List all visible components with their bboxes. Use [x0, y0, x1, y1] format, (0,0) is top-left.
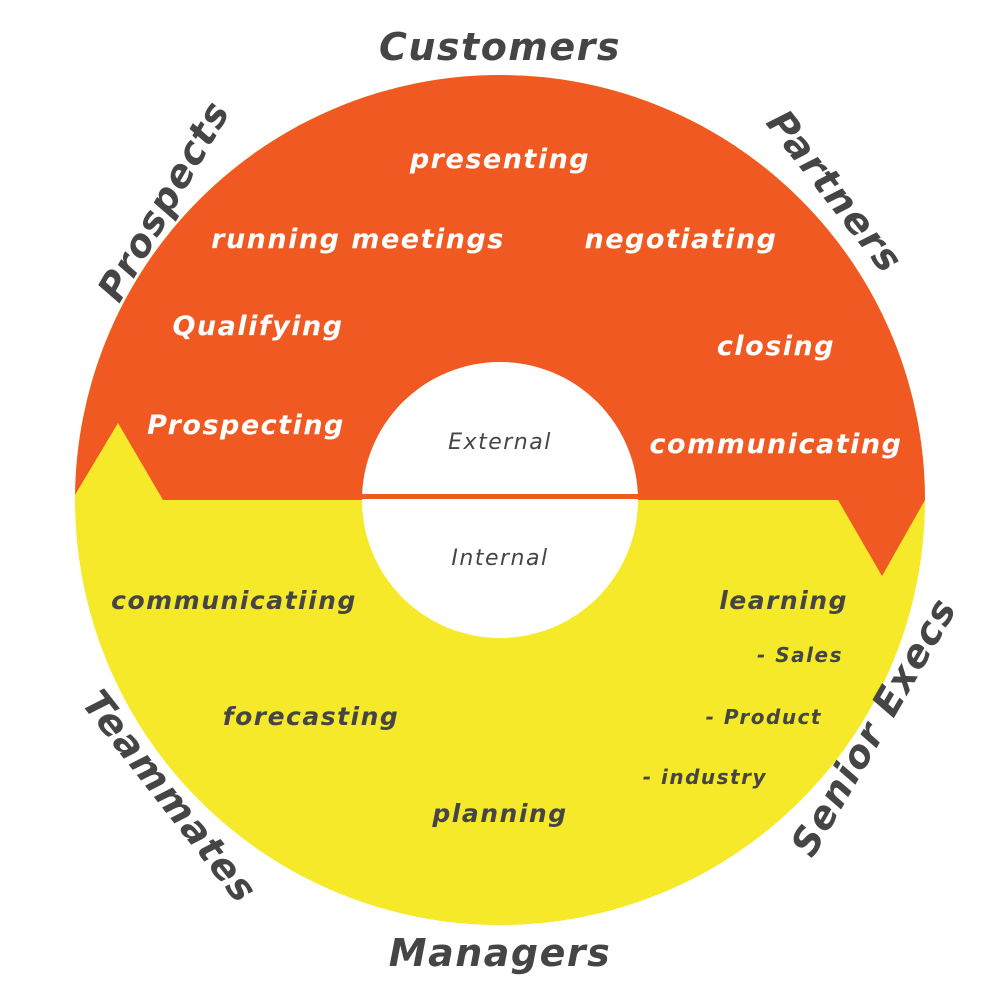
internal-label: Internal: [451, 546, 548, 571]
audience-customers: Customers: [379, 25, 621, 69]
activity-planning: planning: [431, 799, 567, 828]
activity-qualifying: Qualifying: [172, 311, 343, 342]
activity-prospecting: Prospecting: [147, 410, 345, 441]
learning-topic-sales: - Sales: [757, 643, 843, 667]
external-half: [75, 75, 925, 576]
center-hole: [362, 362, 638, 638]
activity-running-meetings: running meetings: [211, 224, 505, 255]
activity-closing: closing: [717, 331, 835, 362]
learning-topic-industry: - industry: [643, 765, 767, 789]
external-label: External: [448, 430, 552, 455]
audience-managers: Managers: [389, 931, 611, 975]
activity-learning: learning: [719, 586, 848, 615]
activity-negotiating: negotiating: [584, 224, 777, 255]
activity-forecasting: forecasting: [223, 702, 400, 731]
center-divider: [362, 494, 638, 499]
activity-communicating-internal: communicatiing: [111, 586, 357, 615]
activity-presenting: presenting: [409, 144, 590, 175]
learning-topic-product: - Product: [706, 705, 822, 729]
activity-communicating-external: communicating: [650, 429, 903, 460]
